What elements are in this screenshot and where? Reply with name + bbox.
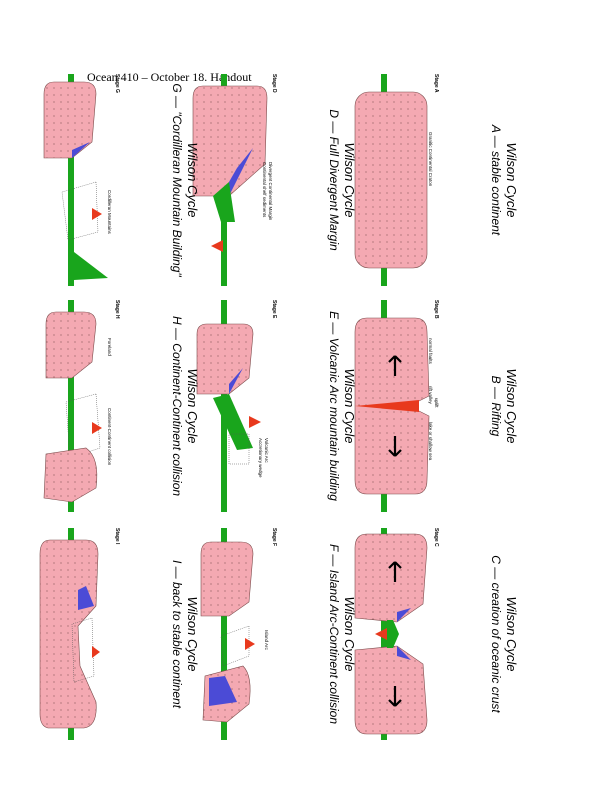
left-continent: [354, 533, 428, 623]
continental-craton: [354, 91, 428, 269]
diagram-stage-e: [196, 300, 261, 512]
panel-stage-b: Wilson Cycle B — Rifting Stage B normal …: [322, 300, 538, 512]
mid-ocean-ridge: [211, 240, 223, 252]
panel-b-stage: Stage B: [433, 300, 439, 319]
accretionary-wedge: [228, 433, 250, 465]
subducting-slab: [213, 394, 253, 450]
panel-f-stage: Stage F: [271, 528, 277, 547]
panel-f-label-arc: Island Arc: [264, 630, 269, 650]
panel-d-label-shelf: Continental shelf sediments: [262, 162, 267, 218]
panel-c-stage: Stage C: [433, 528, 439, 547]
panel-b-label-uplift: uplift: [434, 398, 439, 408]
panel-b-label-lake: lake or shallow sea: [428, 422, 433, 461]
panel-e-label-wedge: Accretionary wedge: [258, 438, 263, 478]
panel-h-label-collision: Continent-Continent collision: [107, 408, 112, 466]
panel-i-stage: Stage I: [114, 528, 120, 545]
right-continent: [354, 645, 428, 735]
volcano: [249, 416, 261, 428]
diagram-stage-f: [200, 528, 255, 740]
panel-stage-i: Wilson Cycle I — back to stable continen…: [3, 528, 219, 740]
panel-a-stage: Stage A: [433, 74, 439, 93]
left-arrow-icon: [388, 355, 402, 376]
panel-b-label-rift: rift valley: [428, 386, 433, 404]
magma: [92, 422, 102, 434]
old-magma: [92, 646, 100, 658]
panel-g-label: Cordilleran Mountains: [107, 190, 112, 234]
sediment: [209, 676, 237, 706]
continent: [200, 541, 254, 617]
left-sediment: [397, 608, 411, 622]
panel-d-label-margin: Divergent Continental Margin: [268, 162, 273, 221]
left-arrow-icon: [388, 561, 402, 582]
panel-h-label-foreland: Foreland: [107, 338, 112, 356]
ocean-floor: [213, 182, 235, 222]
shelf-sediment: [229, 148, 253, 196]
magma-rise: [355, 400, 419, 412]
panel-e-stage: Stage E: [271, 300, 277, 319]
left-continent: [45, 311, 97, 379]
diagram-stage-g: [43, 74, 108, 286]
panel-stage-a: Wilson Cycle A — stable continent Stage …: [322, 74, 538, 286]
panel-e-label-arc: Volcanic Arc: [264, 438, 269, 463]
right-sediment: [397, 646, 411, 660]
diagram-stage-c: [354, 528, 428, 740]
right-continent: [43, 447, 98, 503]
panel-stage-d: Wilson Cycle D — Full Divergent Margin S…: [160, 74, 376, 286]
panel-stage-c: Wilson Cycle C — creation of oceanic cru…: [322, 528, 538, 740]
panel-stage-g: Wilson Cycle G — "Cordilleran Mountain B…: [3, 74, 219, 286]
sediment: [229, 368, 243, 394]
magma-ridge: [375, 628, 387, 640]
right-arrow-icon: [388, 686, 402, 707]
new-oceanic-crust: [387, 620, 399, 648]
merged-continent: [39, 539, 99, 729]
volcano: [92, 208, 102, 220]
continent: [192, 85, 268, 197]
continent: [43, 81, 97, 159]
subducting-slab: [74, 252, 108, 280]
panel-h-stage: Stage H: [114, 300, 120, 319]
right-arrow-icon: [388, 436, 402, 457]
diagram-stage-h: [43, 300, 102, 512]
continent: [196, 323, 254, 395]
diagram-stage-a: [354, 74, 428, 286]
panel-stage-h: Wilson Cycle H — Continent-Continent col…: [3, 300, 219, 512]
panel-g-stage: Stage G: [114, 74, 120, 93]
panel-stage-f: Wilson Cycle F — Island Arc-Continent co…: [160, 528, 376, 740]
sediment: [78, 586, 94, 610]
diagram-stage-i: [39, 528, 100, 740]
diagram-stage-b: [354, 300, 430, 512]
handout-header: Ocean 410 – October 18. Handout: [87, 70, 252, 84]
diagram-stage-d: [192, 74, 268, 286]
sediment: [72, 142, 90, 158]
arc-volcano: [245, 638, 255, 650]
panel-b-label-faults: normal faults: [428, 338, 433, 364]
panel-d-stage: Stage D: [271, 74, 277, 93]
panel-stage-e: Wilson Cycle E — Volcanic Arc mountain b…: [160, 300, 376, 512]
panel-a-label: Granitic Continental Craton: [428, 132, 433, 187]
